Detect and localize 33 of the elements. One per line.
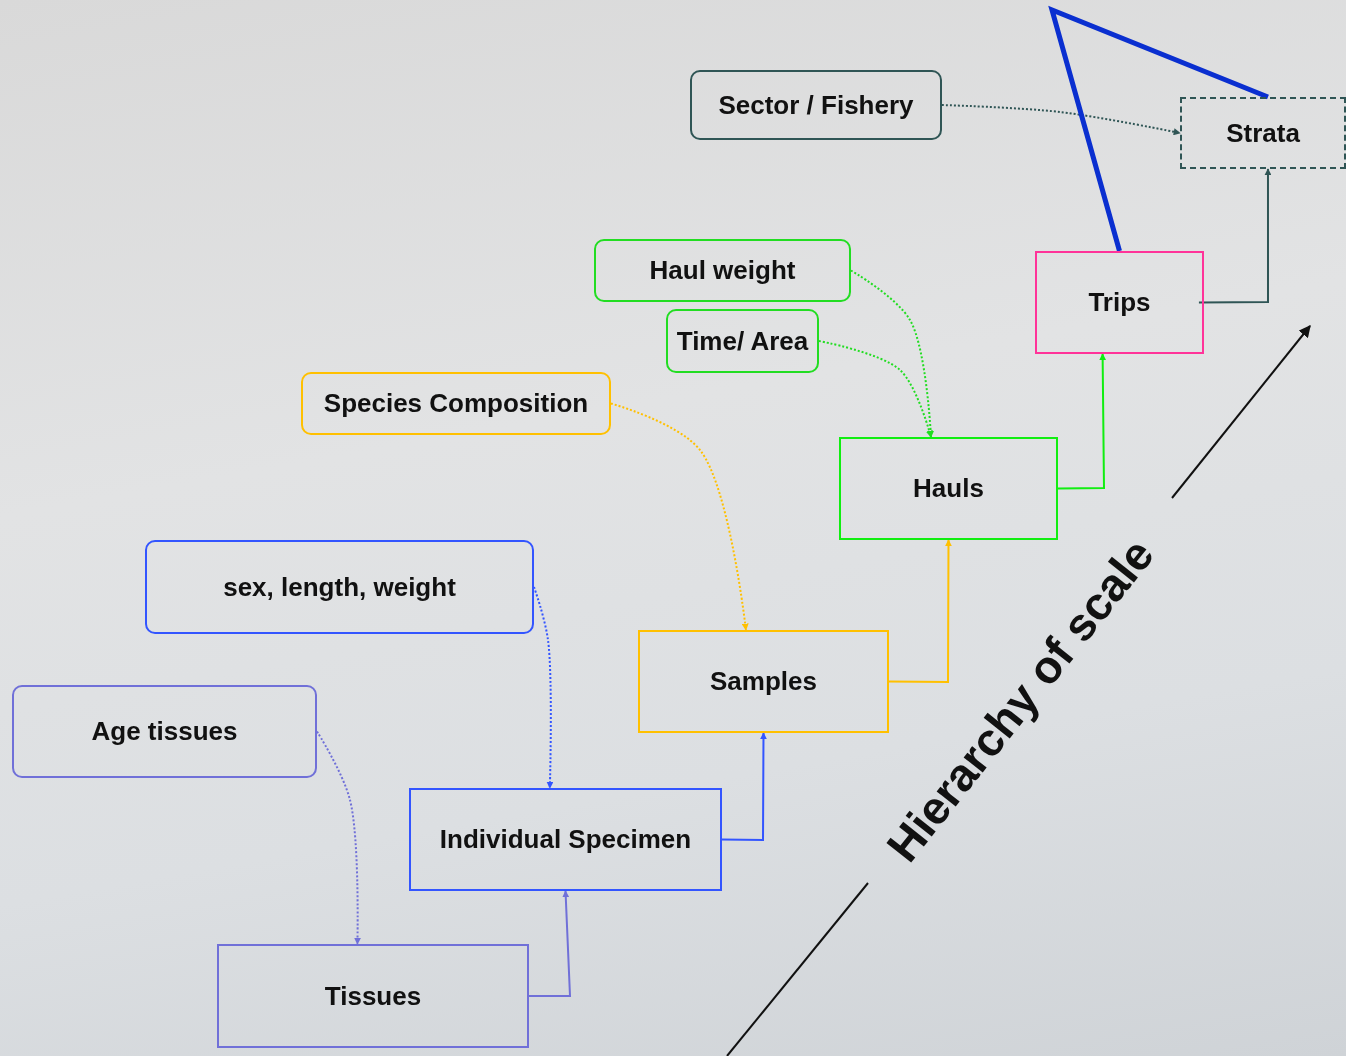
node-label: Samples [710, 666, 817, 697]
input-box [594, 239, 851, 302]
input-box [690, 70, 942, 140]
node-label: sex, length, weight [223, 571, 456, 603]
connector-arrow [1197, 168, 1272, 304]
connector-arrow [316, 730, 361, 945]
input-box [666, 309, 819, 373]
connector-arrow [533, 586, 554, 789]
connector-arrow [941, 104, 1181, 136]
node-label: Trips [1088, 287, 1151, 318]
node-label: Individual Specimen [439, 824, 692, 855]
node-label: Haul weight [649, 255, 796, 286]
node-label: Age tissues [91, 716, 238, 747]
input-box [301, 372, 611, 435]
input-box [145, 540, 534, 634]
input-box [12, 685, 317, 778]
connector-arrow [818, 340, 933, 438]
process-box [1035, 251, 1204, 354]
process-box [1180, 97, 1346, 169]
process-box [839, 437, 1058, 540]
process-box [217, 944, 529, 1048]
connector-arrow [888, 539, 952, 683]
connector-arrow [1057, 353, 1107, 490]
node-label: Hauls [913, 473, 984, 504]
process-box [409, 788, 722, 891]
node-label: Species Composition [323, 388, 589, 419]
node-label: Tissues [324, 980, 422, 1012]
node-label: Strata [1226, 117, 1300, 149]
connector-arrow [610, 402, 749, 631]
connector-arrow [528, 890, 572, 997]
node-label: Sector / Fishery [718, 89, 914, 121]
node-label: Time/ Area [676, 325, 809, 357]
connector-arrow [721, 732, 767, 841]
